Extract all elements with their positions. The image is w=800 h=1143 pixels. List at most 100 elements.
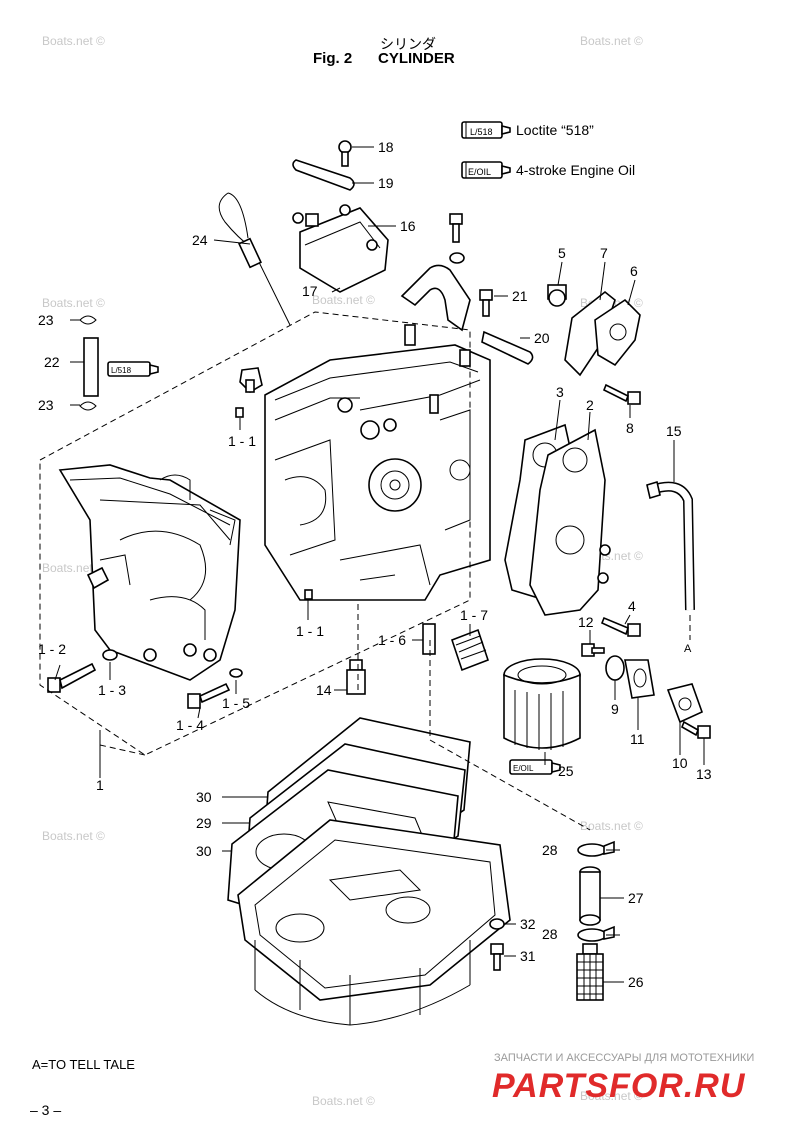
callout-27: 27 — [628, 890, 644, 906]
bolt-1-2 — [47, 662, 97, 693]
callout-4: 4 — [628, 598, 636, 614]
watermark: Boats.net © — [580, 34, 643, 48]
tube-22 — [83, 337, 99, 397]
dowel-1-1 — [235, 407, 244, 418]
sleeve-27 — [579, 866, 601, 926]
brand-logo: ЗАПЧАСТИ И АКСЕССУАРЫ ДЛЯ МОТОТЕХНИКИ PA… — [492, 1052, 754, 1105]
watermark: Boats.net © — [580, 1089, 643, 1103]
watermark: Boats.net © — [312, 1094, 375, 1108]
callout-1-1: 1 - 1 — [296, 623, 324, 639]
assembly-outline — [39, 311, 471, 756]
callout-1-5: 1 - 5 — [222, 695, 250, 711]
callout-1: 1 — [96, 777, 104, 793]
strap-20 — [481, 330, 534, 365]
inline-tag: L/518 — [111, 366, 132, 375]
thermostat-cover-6 — [594, 298, 641, 367]
callout-6: 6 — [630, 263, 638, 279]
callout-1-4: 1 - 4 — [176, 717, 204, 733]
callout-8: 8 — [626, 420, 634, 436]
callout-15: 15 — [666, 423, 682, 439]
clamp-28 — [577, 840, 615, 857]
brand-tagline: ЗАПЧАСТИ И АКСЕССУАРЫ ДЛЯ МОТОТЕХНИКИ — [494, 1052, 754, 1064]
callout-1-2: 1 - 2 — [38, 641, 66, 657]
washer-32 — [489, 918, 505, 930]
fitting-14 — [346, 659, 366, 695]
callout-29: 29 — [196, 815, 212, 831]
watermark: Boats.net © — [42, 561, 105, 575]
callout-17: 17 — [302, 283, 318, 299]
footnote: A=TO TELL TALE — [32, 1057, 135, 1072]
bolt-13 — [680, 720, 711, 739]
callout-28: 28 — [542, 842, 558, 858]
callout-25: 25 — [558, 763, 574, 779]
bolt-31 — [490, 943, 504, 971]
figure-label: Fig. 2 — [313, 50, 353, 67]
clamp-28 — [577, 925, 615, 942]
hose-15 — [650, 481, 695, 611]
washer-1-5 — [229, 668, 243, 678]
sensor-5 — [547, 284, 567, 307]
leader-lines — [54, 146, 705, 983]
callout-12: 12 — [578, 614, 594, 630]
callout-11: 11 — [630, 731, 645, 747]
callout-13: 13 — [696, 766, 712, 782]
page-number: – 3 – — [30, 1102, 61, 1118]
watermark-layer: Boats.net © Boats.net © Boats.net © Boat… — [42, 34, 643, 1108]
strainer-26 — [576, 943, 604, 1001]
oil-filter-25 — [503, 658, 581, 750]
callout-labels: 1 1 - 1 1 - 1 1 - 2 1 - 3 1 - 4 1 - 5 1 … — [38, 139, 712, 990]
callout-16: 16 — [400, 218, 416, 234]
title-jp: シリンダ — [380, 36, 436, 52]
legend-text: 4-stroke Engine Oil — [516, 162, 635, 178]
crankcase-half — [58, 464, 241, 681]
callout-A: A — [684, 643, 692, 655]
dowel-1-1 — [304, 589, 313, 600]
pin-1-6 — [422, 623, 436, 655]
callout-20: 20 — [534, 330, 550, 346]
brand-logo-text: PARTSFOR.RU — [492, 1067, 746, 1105]
callout-2: 2 — [586, 397, 594, 413]
callout-3: 3 — [556, 384, 564, 400]
screw-18 — [338, 140, 352, 167]
bolt-12 — [581, 643, 605, 657]
legend-tag: E/OIL — [468, 167, 491, 177]
callout-10: 10 — [672, 755, 688, 771]
callout-30: 30 — [196, 789, 212, 805]
watermark: Boats.net © — [42, 296, 105, 310]
bolt-8 — [602, 383, 641, 405]
clip-23 — [79, 401, 97, 411]
callout-22: 22 — [44, 354, 60, 370]
clip-23 — [79, 315, 97, 325]
watermark: Boats.net © — [42, 829, 105, 843]
exhaust-cover-2 — [529, 428, 606, 616]
bolt-4 — [600, 616, 641, 637]
inline-tag: E/OIL — [513, 764, 534, 773]
callout-1-6: 1 - 6 — [378, 632, 406, 648]
callout-7: 7 — [600, 245, 608, 261]
callout-30: 30 — [196, 843, 212, 859]
figure-title: CYLINDER — [378, 50, 455, 67]
oil-can-icon — [461, 161, 511, 179]
bolt-1-4 — [187, 682, 231, 709]
watermark: Boats.net © — [312, 293, 375, 307]
callout-24: 24 — [192, 232, 208, 248]
legend-text: Loctite “518” — [516, 122, 594, 138]
callout-31: 31 — [520, 948, 536, 964]
tube-icon — [461, 121, 511, 139]
callout-19: 19 — [378, 175, 394, 191]
callout-1-7: 1 - 7 — [460, 607, 488, 623]
callout-32: 32 — [520, 916, 536, 932]
legend-tag: L/518 — [470, 127, 493, 137]
callout-5: 5 — [558, 245, 566, 261]
legend: L/518 Loctite “518” E/OIL 4-stroke Engin… — [461, 121, 635, 179]
callout-1-1: 1 - 1 — [228, 433, 256, 449]
watermark: Boats.net © — [580, 819, 643, 833]
spring-1-7 — [450, 628, 490, 672]
callout-18: 18 — [378, 139, 394, 155]
mount-bracket — [400, 264, 471, 332]
cylinder-block-1 — [264, 324, 491, 601]
callout-21: 21 — [512, 288, 528, 304]
callout-23: 23 — [38, 397, 54, 413]
oil-pan — [237, 819, 511, 1026]
